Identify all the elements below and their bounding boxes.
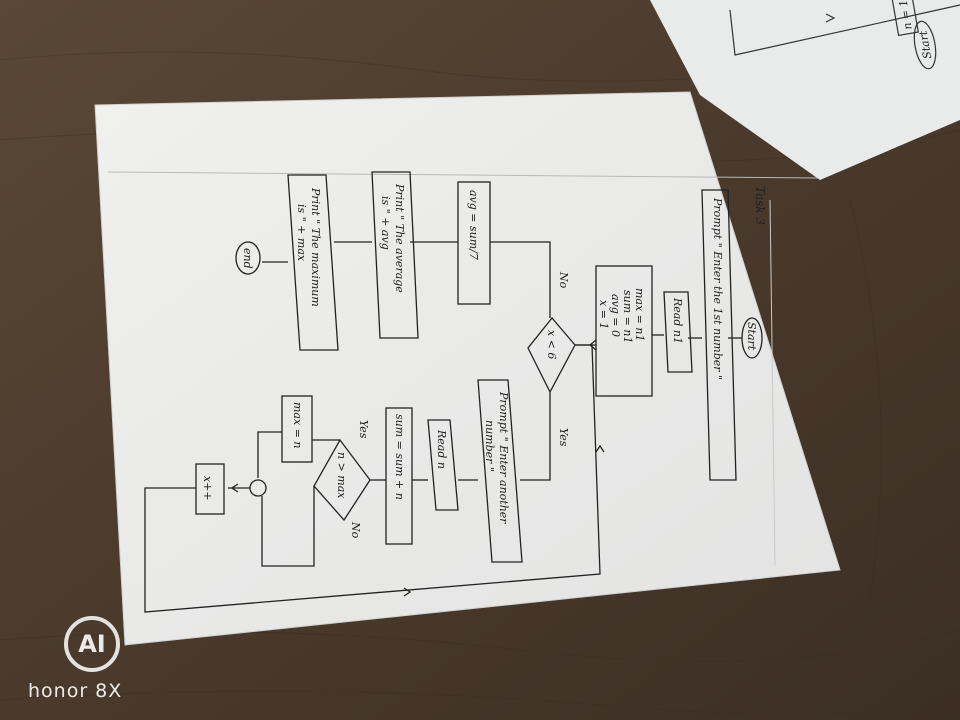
yes-label-loop: Yes	[557, 428, 570, 447]
max-update-box	[281, 395, 313, 463]
main-paper	[94, 91, 841, 646]
corner-start-label: Start	[917, 29, 935, 60]
increment-box	[195, 463, 225, 515]
sum-update-text: sum = sum + n	[393, 414, 406, 500]
brand-text: honor 8X	[28, 680, 123, 702]
flowchart: Task 3 Start Prompt " Enter the 1st numb…	[144, 171, 767, 613]
print-max-shape	[287, 174, 339, 351]
ai-logo-icon: AI	[64, 616, 120, 672]
no-label-max: No	[349, 521, 362, 539]
read-n1-text: Read n1	[671, 297, 684, 344]
prompt1-text: Prompt " Enter the 1st number "	[711, 197, 724, 380]
print-max-line1: Print " The maximum	[309, 187, 322, 307]
loop-condition: x < 6	[545, 330, 558, 359]
camera-watermark: AI honor 8X	[28, 616, 168, 712]
init-line-2: sum = n1	[621, 290, 634, 343]
max-condition: n > max	[335, 452, 348, 499]
max-update-text: max = n	[291, 402, 304, 449]
corner-start-terminal	[913, 20, 937, 70]
loop-decision	[527, 316, 576, 394]
prompt2-shape	[477, 379, 523, 563]
corner-partial-box	[890, 0, 920, 37]
start-label: Start	[745, 322, 758, 351]
read-n1-shape	[663, 291, 693, 373]
init-box	[595, 265, 653, 397]
end-label: end	[241, 248, 254, 269]
init-line-1: max = n1	[633, 288, 646, 342]
init-line-3: avg = 0	[609, 294, 622, 337]
avg-text: avg = sum/7	[467, 190, 480, 260]
paper-fold-line	[107, 171, 819, 179]
print-average-line1: Print " The average	[393, 183, 406, 293]
paper-margin-line	[769, 199, 776, 566]
print-average-line2: is " + avg	[379, 196, 392, 250]
task-title: Task 3	[753, 186, 767, 225]
corner-paper: Start n = 10	[650, 0, 960, 180]
corner-partial-box-text: n = 10	[895, 0, 914, 31]
init-line-4: x = 1	[597, 300, 610, 329]
no-label-loop: No	[557, 271, 570, 289]
end-terminal	[235, 241, 261, 275]
print-average-shape	[371, 171, 419, 339]
read-n-text: Read n	[435, 429, 448, 469]
increment-text: x++	[201, 476, 214, 501]
avg-box	[457, 181, 491, 305]
yes-label-max: Yes	[357, 420, 370, 439]
prompt2-line1: Prompt " Enter another	[497, 391, 510, 524]
read-n-shape	[427, 419, 459, 511]
print-max-line2: is " + max	[295, 204, 308, 262]
prompt1-shape	[701, 189, 737, 481]
prompt2-line2: number "	[483, 420, 496, 472]
sum-update-box	[385, 407, 413, 545]
